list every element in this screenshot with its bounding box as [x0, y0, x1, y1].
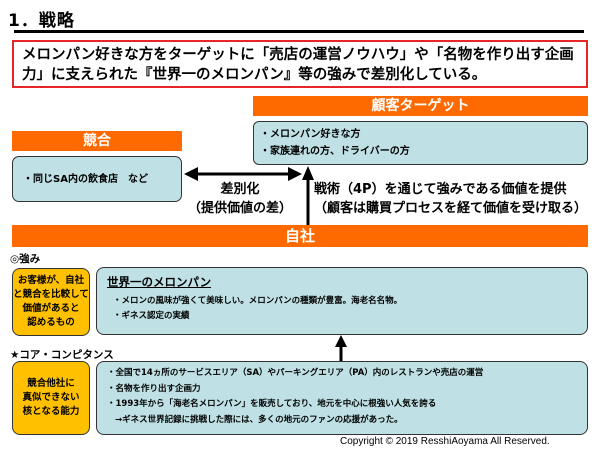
strategy-arrow [302, 166, 314, 225]
core-competence-box: ・全国で14ヵ所のサービスエリア（SA）やパーキングエリア（PA）内のレストラン… [96, 361, 588, 435]
strength-item: ・ギネス認定の実績 [113, 311, 190, 321]
target-box: ・メロンパン好きな方 ・家族連れの方、ドライバーの方 [253, 121, 588, 165]
core-definition-box: 競合他社に 真似できない 核となる能力 [12, 361, 90, 435]
strength-definition-box: お客様が、自社 と競合を比較して 価値があると 認めるもの [12, 268, 90, 336]
page-title: 1．戦略 [8, 11, 75, 31]
definition-line: 価値があると [22, 303, 80, 314]
summary-line: 力」に支えられた『世界一のメロンパン』等の強みで差別化している。 [22, 67, 487, 83]
differentiation-subtitle: （提供価値の差） [187, 201, 292, 216]
strength-item: ・メロンの風味が強くて美味しい。メロンパンの種類が豊富。海老名名物。 [113, 296, 403, 306]
definition-line: 競合他社に [27, 378, 75, 389]
core-item: ・1993年から「海老名メロンパン」を販売しており、地元を中心に根強い人気を誇る [107, 399, 437, 409]
strategy-line: （顧客は購買プロセスを経て価値を受け取る） [314, 201, 588, 216]
definition-line: 真似できない [22, 392, 80, 403]
definition-line: お客様が、自社 [17, 275, 85, 286]
core-item: →ギネス世界記録に挑戦した際には、多くの地元のファンの応援があった。 [115, 414, 403, 425]
definition-line: 認めるもの [27, 317, 75, 328]
target-item: ・家族連れの方、ドライバーの方 [260, 146, 410, 157]
definition-line: と競合を比較して [13, 289, 89, 300]
competition-box: ・同じSA内の飲食店 など [12, 156, 182, 202]
strategy-label: 戦術（4P）を通じて強みである価値を提供 （顧客は購買プロセスを経て価値を受け取… [314, 180, 587, 218]
definition-line: 核となる能力 [22, 406, 80, 417]
core-to-strength-arrow [335, 335, 347, 361]
core-item: ・名物を作り出す企画力 [107, 383, 201, 394]
summary-box: メロンパン好きな方をターゲットに「売店の運営ノウハウ」や「名物を作り出す企画 力… [12, 40, 588, 88]
differentiation-label: 差別化 （提供価値の差） [178, 180, 302, 218]
competition-heading: 競合 [12, 131, 182, 151]
copyright: Copyright © 2019 ResshiAoyama All Reserv… [340, 436, 550, 447]
competition-item: ・同じSA内の飲食店 など [23, 174, 148, 185]
differentiation-arrow [184, 167, 302, 181]
target-item: ・メロンパン好きな方 [260, 129, 361, 140]
target-heading: 顧客ターゲット [253, 96, 588, 116]
core-item: ・全国で14ヵ所のサービスエリア（SA）やパーキングエリア（PA）内のレストラン… [107, 368, 484, 378]
self-heading: 自社 [12, 225, 588, 247]
summary-line: メロンパン好きな方をターゲットに「売店の運営ノウハウ」や「名物を作り出す企画 [22, 47, 574, 63]
core-competence-label: ★コア・コンピタンス [10, 349, 114, 361]
strength-box: 世界一のメロンパン ・メロンの風味が強くて美味しい。メロンパンの種類が豊富。海老… [96, 267, 588, 335]
strategy-line: 戦術（4P）を通じて強みである価値を提供 [314, 182, 567, 197]
strength-label: ◎強み [10, 253, 41, 265]
title-divider [14, 30, 584, 33]
strength-heading: 世界一のメロンパン [107, 275, 212, 289]
differentiation-title: 差別化 [220, 182, 260, 197]
